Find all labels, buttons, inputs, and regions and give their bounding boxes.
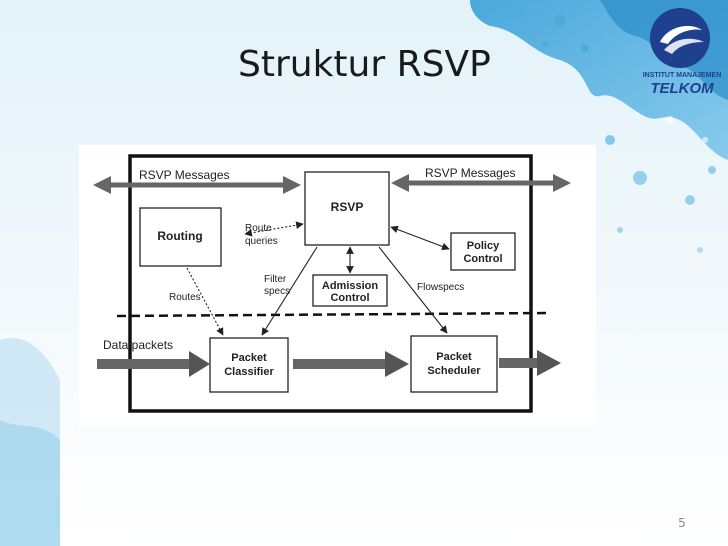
rsvp-messages-right-arrow: [391, 174, 571, 192]
outer-host-box: [128, 154, 533, 413]
page-number: 5: [678, 516, 686, 530]
route-queries-label-line1: Route: [245, 223, 272, 234]
policy-control-box: Policy Control: [450, 232, 516, 271]
policy-label-line2: Control: [463, 253, 502, 265]
rsvp-messages-right-label: RSVP Messages: [425, 166, 516, 180]
telkom-logo: INSTITUT MANAJEMEN TELKOM: [640, 8, 724, 98]
admission-label-line1: Admission: [322, 280, 379, 292]
slide-title: Struktur RSVP: [238, 44, 491, 85]
rsvp-label: RSVP: [331, 200, 364, 214]
classifier-to-scheduler-arrow: [293, 351, 409, 377]
rsvp-messages-left-label: RSVP Messages: [139, 168, 230, 182]
scheduler-label-line2: Scheduler: [427, 365, 481, 377]
routes-arrow: [186, 267, 224, 336]
flowspecs-arrow: [378, 246, 448, 334]
packet-classifier-box: Packet Classifier: [209, 337, 289, 393]
logo-text-institute: INSTITUT MANAJEMEN: [642, 72, 722, 79]
logo-text-telkom: TELKOM: [650, 80, 714, 97]
scheduler-label-line1: Packet: [436, 351, 472, 363]
route-queries-label-line2: queries: [245, 236, 278, 247]
routing-box: Routing: [139, 207, 222, 267]
route-queries-arrow: [244, 221, 304, 237]
filter-specs-arrow: [261, 246, 318, 336]
packet-scheduler-box: Packet Scheduler: [410, 335, 498, 393]
scheduler-output-arrow: [499, 350, 561, 376]
rsvp-messages-left-arrow: [93, 176, 301, 194]
classifier-label-line1: Packet: [231, 352, 267, 364]
rsvp-policy-arrow: [390, 225, 450, 251]
routing-label: Routing: [157, 229, 202, 243]
logo-emblem-icon: [650, 8, 710, 68]
dashed-separator: [116, 311, 550, 318]
rsvp-box: RSVP: [304, 171, 390, 246]
flowspecs-label: Flowspecs: [417, 282, 464, 293]
routes-label: Routes: [169, 292, 201, 303]
filter-specs-label-line1: Filter: [264, 274, 287, 285]
admission-label-line2: Control: [330, 292, 369, 304]
data-packets-arrow: [97, 351, 210, 377]
rsvp-structure-diagram: RSVP Messages RSVP Messages RSVP Routing…: [79, 145, 596, 427]
filter-specs-label-line2: specs: [264, 286, 290, 297]
policy-label-line1: Policy: [467, 240, 500, 252]
classifier-label-line2: Classifier: [224, 366, 274, 378]
admission-control-box: Admission Control: [312, 274, 388, 307]
data-packets-label: Data packets: [103, 338, 173, 352]
